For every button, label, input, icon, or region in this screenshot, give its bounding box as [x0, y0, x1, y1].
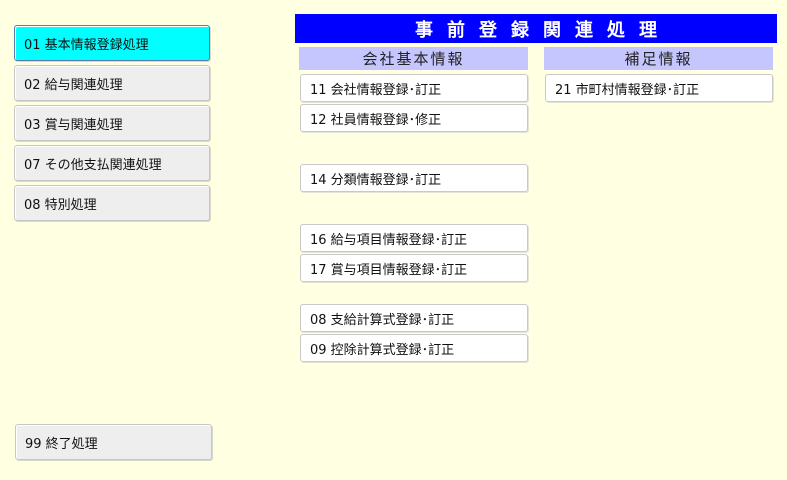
exit-button[interactable]: 99 終了処理: [15, 424, 212, 460]
company-info-button[interactable]: 11 会社情報登録･訂正: [300, 74, 528, 102]
deduction-formula-button[interactable]: 09 控除計算式登録･訂正: [300, 334, 528, 362]
employee-info-button[interactable]: 12 社員情報登録･修正: [300, 104, 528, 132]
payment-formula-button[interactable]: 08 支給計算式登録･訂正: [300, 304, 528, 332]
salary-item-info-button[interactable]: 16 給与項目情報登録･訂正: [300, 224, 528, 252]
menu-basic-info-button[interactable]: 01 基本情報登録処理: [14, 25, 210, 61]
menu-special-button[interactable]: 08 特別処理: [14, 185, 210, 221]
menu-bonus-button[interactable]: 03 賞与関連処理: [14, 105, 210, 141]
bonus-item-info-button[interactable]: 17 賞与項目情報登録･訂正: [300, 254, 528, 282]
municipality-info-button[interactable]: 21 市町村情報登録･訂正: [545, 74, 773, 102]
section-heading-supplement: 補足情報: [544, 47, 773, 70]
menu-other-payments-button[interactable]: 07 その他支払関連処理: [14, 145, 210, 181]
classification-info-button[interactable]: 14 分類情報登録･訂正: [300, 164, 528, 192]
menu-salary-button[interactable]: 02 給与関連処理: [14, 65, 210, 101]
page-title: 事前登録関連処理: [295, 14, 777, 43]
section-heading-company: 会社基本情報: [299, 47, 528, 70]
